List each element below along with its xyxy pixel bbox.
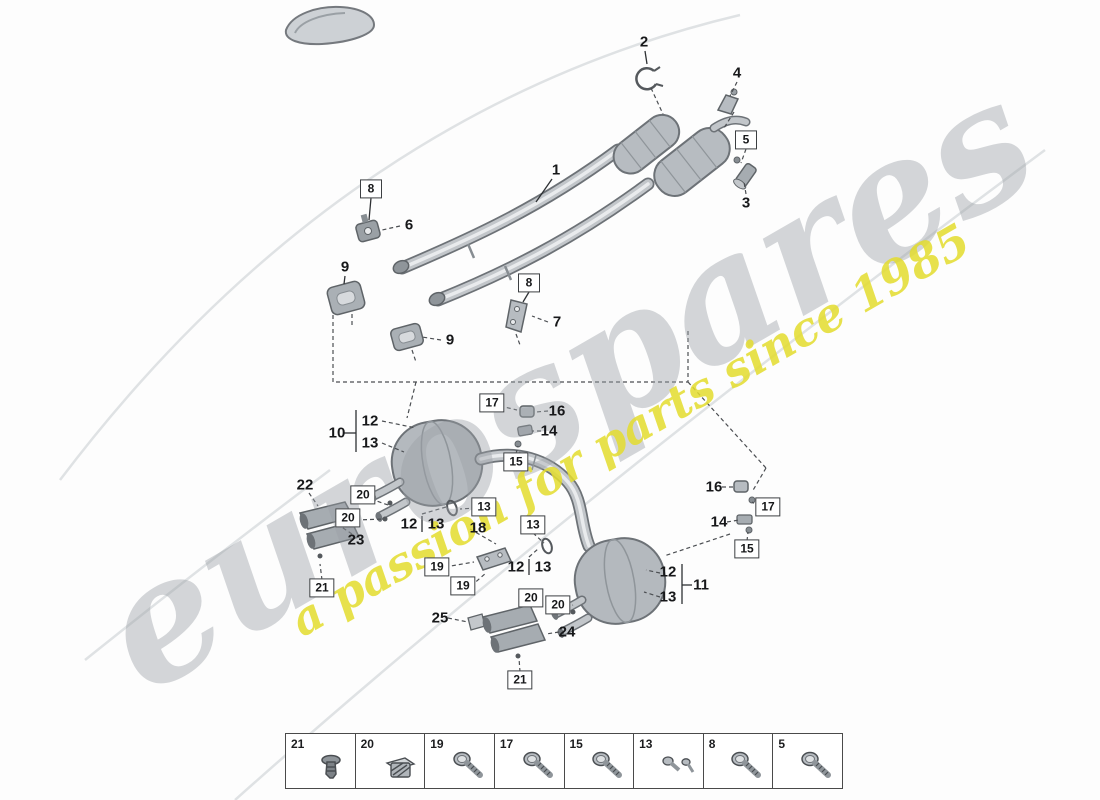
callout-label[interactable]: 25 [431,609,449,627]
legend-cell: 15 [565,734,635,788]
callout-label-boxed[interactable]: 15 [734,539,760,559]
legend-number: 15 [569,737,583,751]
callout-label-boxed[interactable]: 20 [350,485,376,505]
callout-label[interactable]: 13 [427,515,445,533]
flange-screw-icon [592,751,623,778]
callout-label[interactable]: 1 [551,161,561,179]
callout-label[interactable]: 14 [540,422,558,440]
callout-label-boxed[interactable]: 20 [335,508,361,528]
callout-label[interactable]: 6 [404,216,414,234]
callout-label[interactable]: 4 [732,64,742,82]
callout-label-boxed[interactable]: 19 [450,576,476,596]
callout-label[interactable]: 9 [340,258,350,276]
callout-label[interactable]: 12 [507,558,525,576]
callout-label[interactable]: 12 [659,563,677,581]
callout-label[interactable]: 13 [659,588,677,606]
swoosh-curves [59,13,1046,800]
rubber-mount-9-left [326,280,366,316]
callout-label[interactable]: 16 [705,478,723,496]
rubber-mount-6 [355,213,381,243]
callout-label[interactable]: 14 [710,513,728,531]
legend-number: 8 [708,737,716,751]
callout-label[interactable]: 3 [741,194,751,212]
callout-label-boxed[interactable]: 20 [545,595,571,615]
legend-cell: 5 [773,734,842,788]
legend-number: 17 [499,737,514,751]
bolt-pair-icon [662,756,695,773]
callout-label[interactable]: 9 [445,331,455,349]
callout-label[interactable]: 11 [693,576,709,594]
legend-cell: 21 [286,734,356,788]
exhaust-tips-right [467,604,547,659]
small-fixings [446,405,756,571]
callout-label[interactable]: 13 [361,434,379,452]
flange-screw-icon [453,751,483,778]
legend-number: 5 [778,737,786,751]
callout-label[interactable]: 22 [296,476,314,494]
callout-label-boxed[interactable]: 20 [518,588,544,608]
callout-label[interactable]: 10 [328,424,346,442]
fastener-legend: 21 20 19 [285,733,843,789]
bracket-part-7 [505,299,528,333]
flange-screw-icon [731,751,762,778]
legend-cell: 19 [425,734,495,788]
callout-label-boxed[interactable]: 21 [309,578,335,598]
rubber-mount-9-right [390,322,424,352]
legend-number: 20 [360,737,374,751]
tailpipe-stub-part-3 [733,162,757,190]
front-exhaust-pipes [392,143,655,307]
flange-screw-icon [801,751,831,778]
front-silencers [612,113,751,197]
callout-label[interactable]: 18 [469,519,487,537]
clamp-part-2 [635,66,664,91]
rear-silencer-right [551,537,667,638]
callout-label-boxed[interactable]: 21 [507,670,533,690]
heat-shield [284,5,376,46]
callout-label-boxed[interactable]: 13 [471,497,497,517]
callout-label-boxed[interactable]: 19 [424,557,450,577]
flange-screw-icon [522,751,553,778]
leader-lines-solid [343,50,692,604]
callout-label[interactable]: 12 [361,412,379,430]
legend-cell: 13 [634,734,704,788]
callout-label[interactable]: 24 [558,623,576,641]
cage-nut-icon [385,757,416,778]
callout-label[interactable]: 23 [347,531,365,549]
callout-label[interactable]: 12 [400,515,418,533]
callout-label[interactable]: 7 [552,313,562,331]
callout-label-boxed[interactable]: 8 [360,179,382,199]
legend-number: 13 [639,737,653,751]
rear-silencer-left [369,419,484,522]
legend-number: 19 [430,737,444,751]
legend-number: 21 [291,737,305,751]
legend-cell: 8 [704,734,774,788]
callout-label[interactable]: 16 [548,402,566,420]
callout-label-boxed[interactable]: 15 [503,452,529,472]
legend-cell: 17 [495,734,565,788]
rivet-icon [320,754,341,779]
legend-cell: 20 [356,734,426,788]
callout-label-boxed[interactable]: 17 [755,497,781,517]
callout-label-boxed[interactable]: 8 [518,273,540,293]
callout-label-boxed[interactable]: 13 [520,515,546,535]
callout-label[interactable]: 13 [534,558,552,576]
callout-label[interactable]: 2 [639,33,649,51]
callout-label-boxed[interactable]: 17 [479,393,505,413]
callout-label-boxed[interactable]: 5 [735,130,757,150]
